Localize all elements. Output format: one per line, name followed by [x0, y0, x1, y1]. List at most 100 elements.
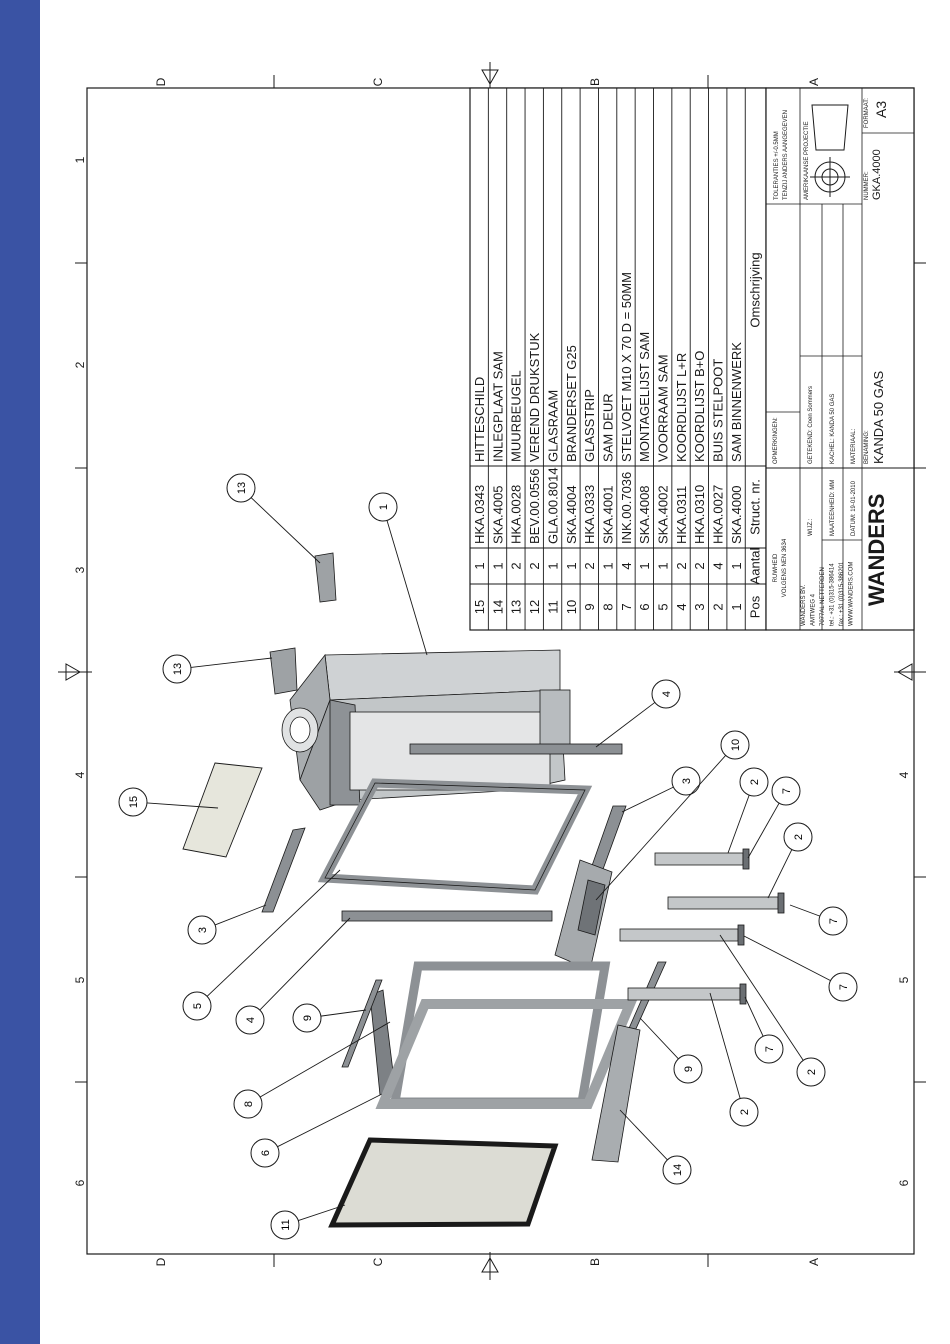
balloon-label: 2 — [739, 1109, 751, 1115]
company-line: WANDERS BV. — [801, 584, 807, 626]
leader-line — [743, 935, 831, 981]
balloon-label: 11 — [280, 1219, 292, 1230]
balloon-circle — [783, 822, 813, 852]
part-koordlijst-lr-a — [409, 743, 623, 755]
zone-label-left: 1 — [73, 156, 87, 163]
leader-line — [298, 1204, 346, 1221]
zone-label-left: 6 — [73, 1179, 87, 1186]
balloon-circle — [771, 776, 801, 806]
bom-cell-aantal: 2 — [509, 562, 524, 569]
balloon-7: 7 — [789, 904, 848, 936]
balloon-circle — [651, 679, 681, 709]
bom-cell-struct: SKA.4001 — [600, 485, 615, 544]
leader-line — [727, 794, 750, 854]
balloon-circle — [182, 991, 212, 1021]
benaming: KANDA 50 GAS — [871, 370, 886, 464]
datum: DATUM: 19-01-2010 — [851, 480, 857, 536]
leader-line — [250, 497, 321, 564]
bom-cell-omschrijving: SAM DEUR — [600, 393, 615, 462]
bom-cell-aantal: 1 — [637, 562, 652, 569]
zone-label-top: A — [807, 78, 821, 86]
getekend: GETEKEND: Coen Sommers — [808, 386, 814, 464]
bom-cell-aantal: 1 — [600, 562, 615, 569]
zone-label-top: B — [588, 78, 602, 86]
balloon-7: 7 — [744, 996, 784, 1064]
balloon-circle — [250, 1138, 280, 1168]
zone-label-right: 6 — [897, 1179, 911, 1186]
zone-label-left: 4 — [73, 771, 87, 778]
formaat: A3 — [873, 101, 889, 118]
bom-cell-struct: HKA.0343 — [472, 485, 487, 544]
nummer-label: NUMMER: — [864, 171, 870, 200]
zone-label-right: 4 — [897, 771, 911, 778]
balloon-label: 2 — [749, 779, 761, 785]
part-koordlijst-bo-a — [261, 827, 306, 913]
zone-label-top: D — [154, 77, 168, 86]
leader-line — [259, 917, 351, 1011]
balloon-circle — [226, 473, 256, 503]
bom-cell-omschrijving: BRANDERSET G25 — [564, 345, 579, 462]
bom-header-omschrijving: Omschrijving — [747, 252, 762, 327]
balloon-label: 6 — [260, 1150, 272, 1156]
company-line: 7077AL NETTERDEN — [820, 567, 826, 626]
maateenheid: MAATEENHEID: MM — [830, 480, 836, 536]
bom-cell-pos: 10 — [564, 600, 579, 614]
part-buis-stelpoot — [619, 852, 779, 1001]
bom-cell-aantal: 4 — [711, 562, 726, 569]
part-glasstrip-a — [341, 979, 383, 1068]
balloon-circle — [671, 766, 701, 796]
balloon-2: 2 — [719, 934, 826, 1087]
bom-header-aantal: Aantal — [747, 547, 762, 584]
part-koordlijst-lr-b — [341, 910, 553, 922]
part-inlegplaat — [591, 1024, 641, 1163]
company-line: AMTWEG 4 — [811, 593, 817, 626]
bom-header-struct: Struct. nr. — [747, 479, 762, 535]
part-stelvoet — [737, 848, 785, 1005]
balloon-6: 6 — [250, 1094, 381, 1168]
company-line: WWW.WANDERS.COM — [849, 562, 855, 626]
bom-cell-pos: 1 — [729, 603, 744, 610]
bom-cell-aantal: 1 — [564, 562, 579, 569]
zone-label-top: C — [371, 77, 385, 86]
leader-line — [709, 992, 741, 1099]
bom-cell-aantal: 2 — [582, 562, 597, 569]
bom-cell-omschrijving: GLASRAAM — [545, 390, 560, 462]
projectie: AMERIKAANSE PROJECTIE — [804, 121, 810, 200]
balloon-2: 2 — [727, 767, 769, 854]
bom-cell-struct: INK.00.7036 — [619, 472, 634, 544]
balloon-9: 9 — [292, 1003, 367, 1033]
ruwheid-label: RUWHEID — [773, 553, 779, 582]
balloon-circle — [292, 1003, 322, 1033]
balloon-circle — [754, 1034, 784, 1064]
bom-cell-struct: HKA.0028 — [509, 485, 524, 544]
leader-line — [789, 904, 821, 917]
bom-cell-pos: 2 — [711, 603, 726, 610]
bom-cell-aantal: 2 — [692, 562, 707, 569]
balloon-3: 3 — [621, 766, 701, 813]
bom-cell-omschrijving: MONTAGELIJST SAM — [637, 332, 652, 462]
bom-cell-struct: HKA.0333 — [582, 485, 597, 544]
part-muurbeugel-b — [314, 552, 337, 603]
bom-cell-aantal: 1 — [729, 562, 744, 569]
bom-cell-struct: SKA.4008 — [637, 485, 652, 544]
balloon-circle — [796, 1057, 826, 1087]
bom-cell-pos: 13 — [509, 600, 524, 614]
bom-cell-omschrijving: KOORDLIJST B+O — [692, 351, 707, 462]
balloon-circle — [270, 1210, 300, 1240]
wanders-logo: WANDERS — [864, 494, 889, 606]
balloon-13: 13 — [226, 473, 321, 564]
balloon-label: 7 — [828, 918, 840, 924]
bom-cell-aantal: 1 — [545, 562, 560, 569]
bom-cell-pos: 7 — [619, 603, 634, 610]
leader-line — [719, 934, 804, 1061]
bom-cell-pos: 9 — [582, 603, 597, 610]
bom-cell-pos: 5 — [656, 603, 671, 610]
balloon-label: 4 — [245, 1017, 257, 1023]
balloon-3: 3 — [187, 904, 267, 945]
opmerkingen-label: OPMERKINGEN: — [773, 417, 779, 464]
bom-cell-struct: HKA.0027 — [711, 485, 726, 544]
bom-cell-struct: HKA.0310 — [692, 485, 707, 544]
bom-cell-pos: 15 — [472, 600, 487, 614]
